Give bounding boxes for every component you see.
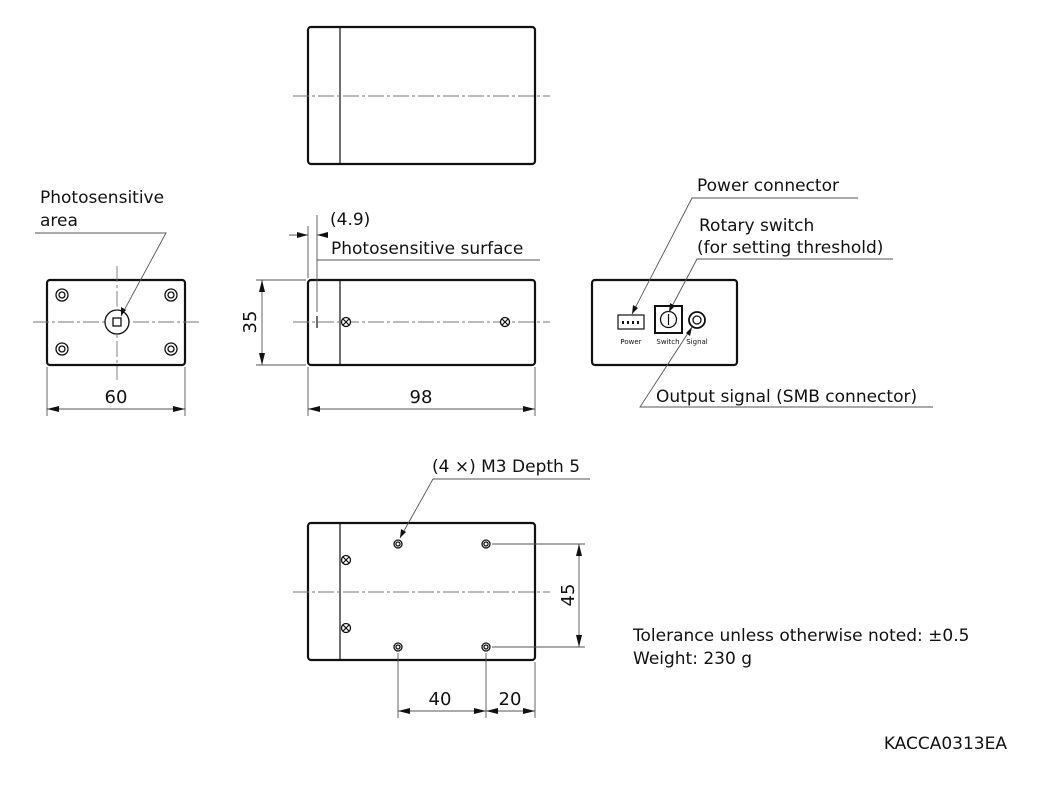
photosensitive-area-label-1: Photosensitive <box>40 188 164 208</box>
rotary-switch-label-2: (for setting threshold) <box>697 238 883 258</box>
output-signal-leader <box>639 326 933 408</box>
side-view-housing <box>306 278 537 367</box>
screw-bottom-left <box>55 342 69 356</box>
rotary-switch-housing <box>654 305 683 334</box>
photosensitive-area-label-2: area <box>40 211 78 231</box>
dim-60-arrow-right <box>173 406 185 412</box>
power-connector-label: Power connector <box>697 176 839 196</box>
dim-4-9-value: (4.9) <box>330 210 370 230</box>
bottom-view-housing <box>306 521 537 662</box>
power-connector <box>617 314 645 330</box>
mounting-holes-leader <box>399 478 590 539</box>
dim-20-value: 20 <box>499 689 522 710</box>
top-view-housing <box>306 25 537 166</box>
dim-98-arrow-right <box>523 406 535 412</box>
rotary-switch-leader <box>668 258 893 313</box>
output-signal-arrowhead <box>686 327 692 336</box>
dim-4-9-arrow-left <box>297 232 308 238</box>
dim-60-arrow-left <box>47 406 59 412</box>
rotary-switch-arrowhead <box>669 303 675 312</box>
dim-35-value: 35 <box>240 311 261 334</box>
screw-top-left <box>55 288 69 302</box>
screw-bottom-right <box>164 342 178 356</box>
dim-4-9-arrow-right <box>317 232 328 238</box>
bottom-view: (4 ×) M3 Depth 5 45 40 20 <box>293 457 590 718</box>
side-screw-left <box>340 316 352 328</box>
dim-60-value: 60 <box>105 387 128 408</box>
dim-40-arrow-left <box>398 708 410 714</box>
dim-40-arrow-right <box>474 708 486 714</box>
power-connector-arrowhead <box>632 305 638 314</box>
m3-hole-bottom-right <box>481 642 491 652</box>
drawing-code: KACCA0313EA <box>884 734 1008 754</box>
screw-top-right <box>164 288 178 302</box>
dim-40-value: 40 <box>429 689 452 710</box>
power-connector-leader <box>631 197 858 315</box>
dim-98-arrow-left <box>308 406 320 412</box>
dim-20-arrow-left <box>486 708 498 714</box>
rear-view: Power Switch Signal Power connector Rota… <box>590 176 933 408</box>
photosensitive-element <box>112 317 122 327</box>
dim-98-value: 98 <box>410 387 433 408</box>
panel-label-power: Power <box>620 338 641 346</box>
m3-hole-top-right <box>481 539 491 549</box>
photosensitive-surface-label: Photosensitive surface <box>331 239 523 259</box>
rotary-switch-label-1: Rotary switch <box>699 216 814 236</box>
output-signal-label: Output signal (SMB connector) <box>656 387 917 407</box>
panel-label-signal: Signal <box>686 338 708 346</box>
top-view <box>293 25 550 166</box>
m3-hole-bottom-left <box>393 642 403 652</box>
photosensitive-area-leader <box>35 232 167 317</box>
dim-45-value: 45 <box>558 584 579 607</box>
dim-45-arrow-top <box>576 544 582 556</box>
tolerance-note: Tolerance unless otherwise noted: ±0.5 <box>632 626 969 646</box>
power-connector-pins <box>622 321 639 324</box>
panel-label-switch: Switch <box>656 338 679 346</box>
mounting-holes-arrowhead <box>400 529 406 538</box>
dim-35-arrow-top <box>259 280 265 292</box>
dim-20-arrow-right <box>523 708 535 714</box>
weight-note: Weight: 230 g <box>633 649 752 669</box>
dim-35-arrow-bottom <box>259 353 265 365</box>
side-view: (4.9) Photosensitive surface 35 98 <box>240 210 550 416</box>
m3-hole-top-left <box>393 539 403 549</box>
mounting-holes-label: (4 ×) M3 Depth 5 <box>432 457 580 477</box>
front-view: Photosensitive area 60 <box>33 188 200 416</box>
dim-45-arrow-bottom <box>576 635 582 647</box>
bottom-side-screw-bottom <box>340 622 352 634</box>
photosensitive-area-arrowhead <box>121 307 126 316</box>
side-screw-right <box>499 316 511 328</box>
smb-connector-inner <box>692 315 702 325</box>
bottom-side-screw-top <box>340 554 352 566</box>
